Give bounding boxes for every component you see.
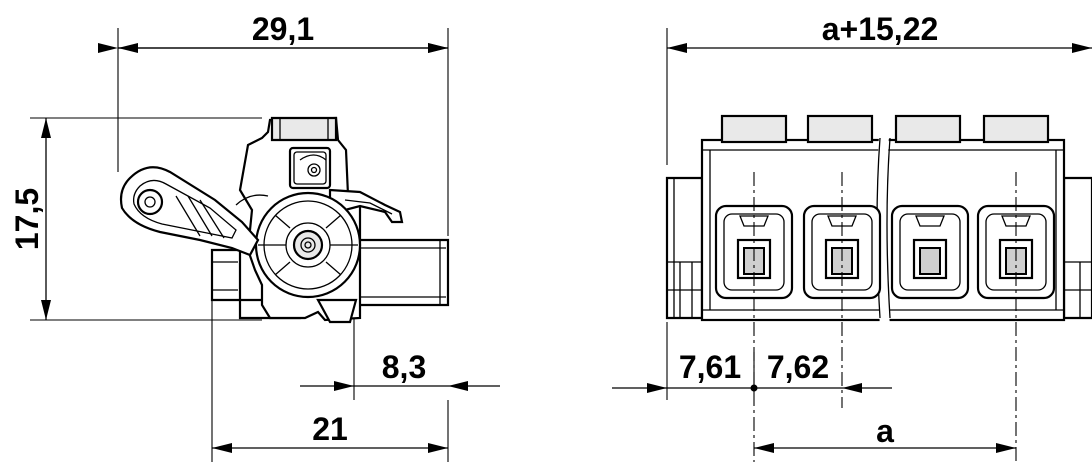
side-view: 29,1 17,5 8,3 21	[9, 11, 500, 462]
front-view: a+15,22 7,61 7,62 a	[612, 11, 1092, 462]
dim-side-base: 21	[312, 411, 348, 447]
dim-front-pitch-span: a	[876, 413, 894, 449]
front-connector-body	[665, 114, 1092, 330]
pin-window-3	[890, 204, 970, 300]
dim-side-pin-offset: 8,3	[382, 349, 426, 385]
dim-front-pitch: 7,62	[767, 349, 829, 385]
side-connector-body	[119, 116, 450, 324]
dim-front-left-offset: 7,61	[679, 349, 741, 385]
dim-side-width: 29,1	[252, 11, 314, 47]
dim-front-width: a+15,22	[822, 11, 939, 47]
dim-side-height: 17,5	[9, 188, 45, 250]
